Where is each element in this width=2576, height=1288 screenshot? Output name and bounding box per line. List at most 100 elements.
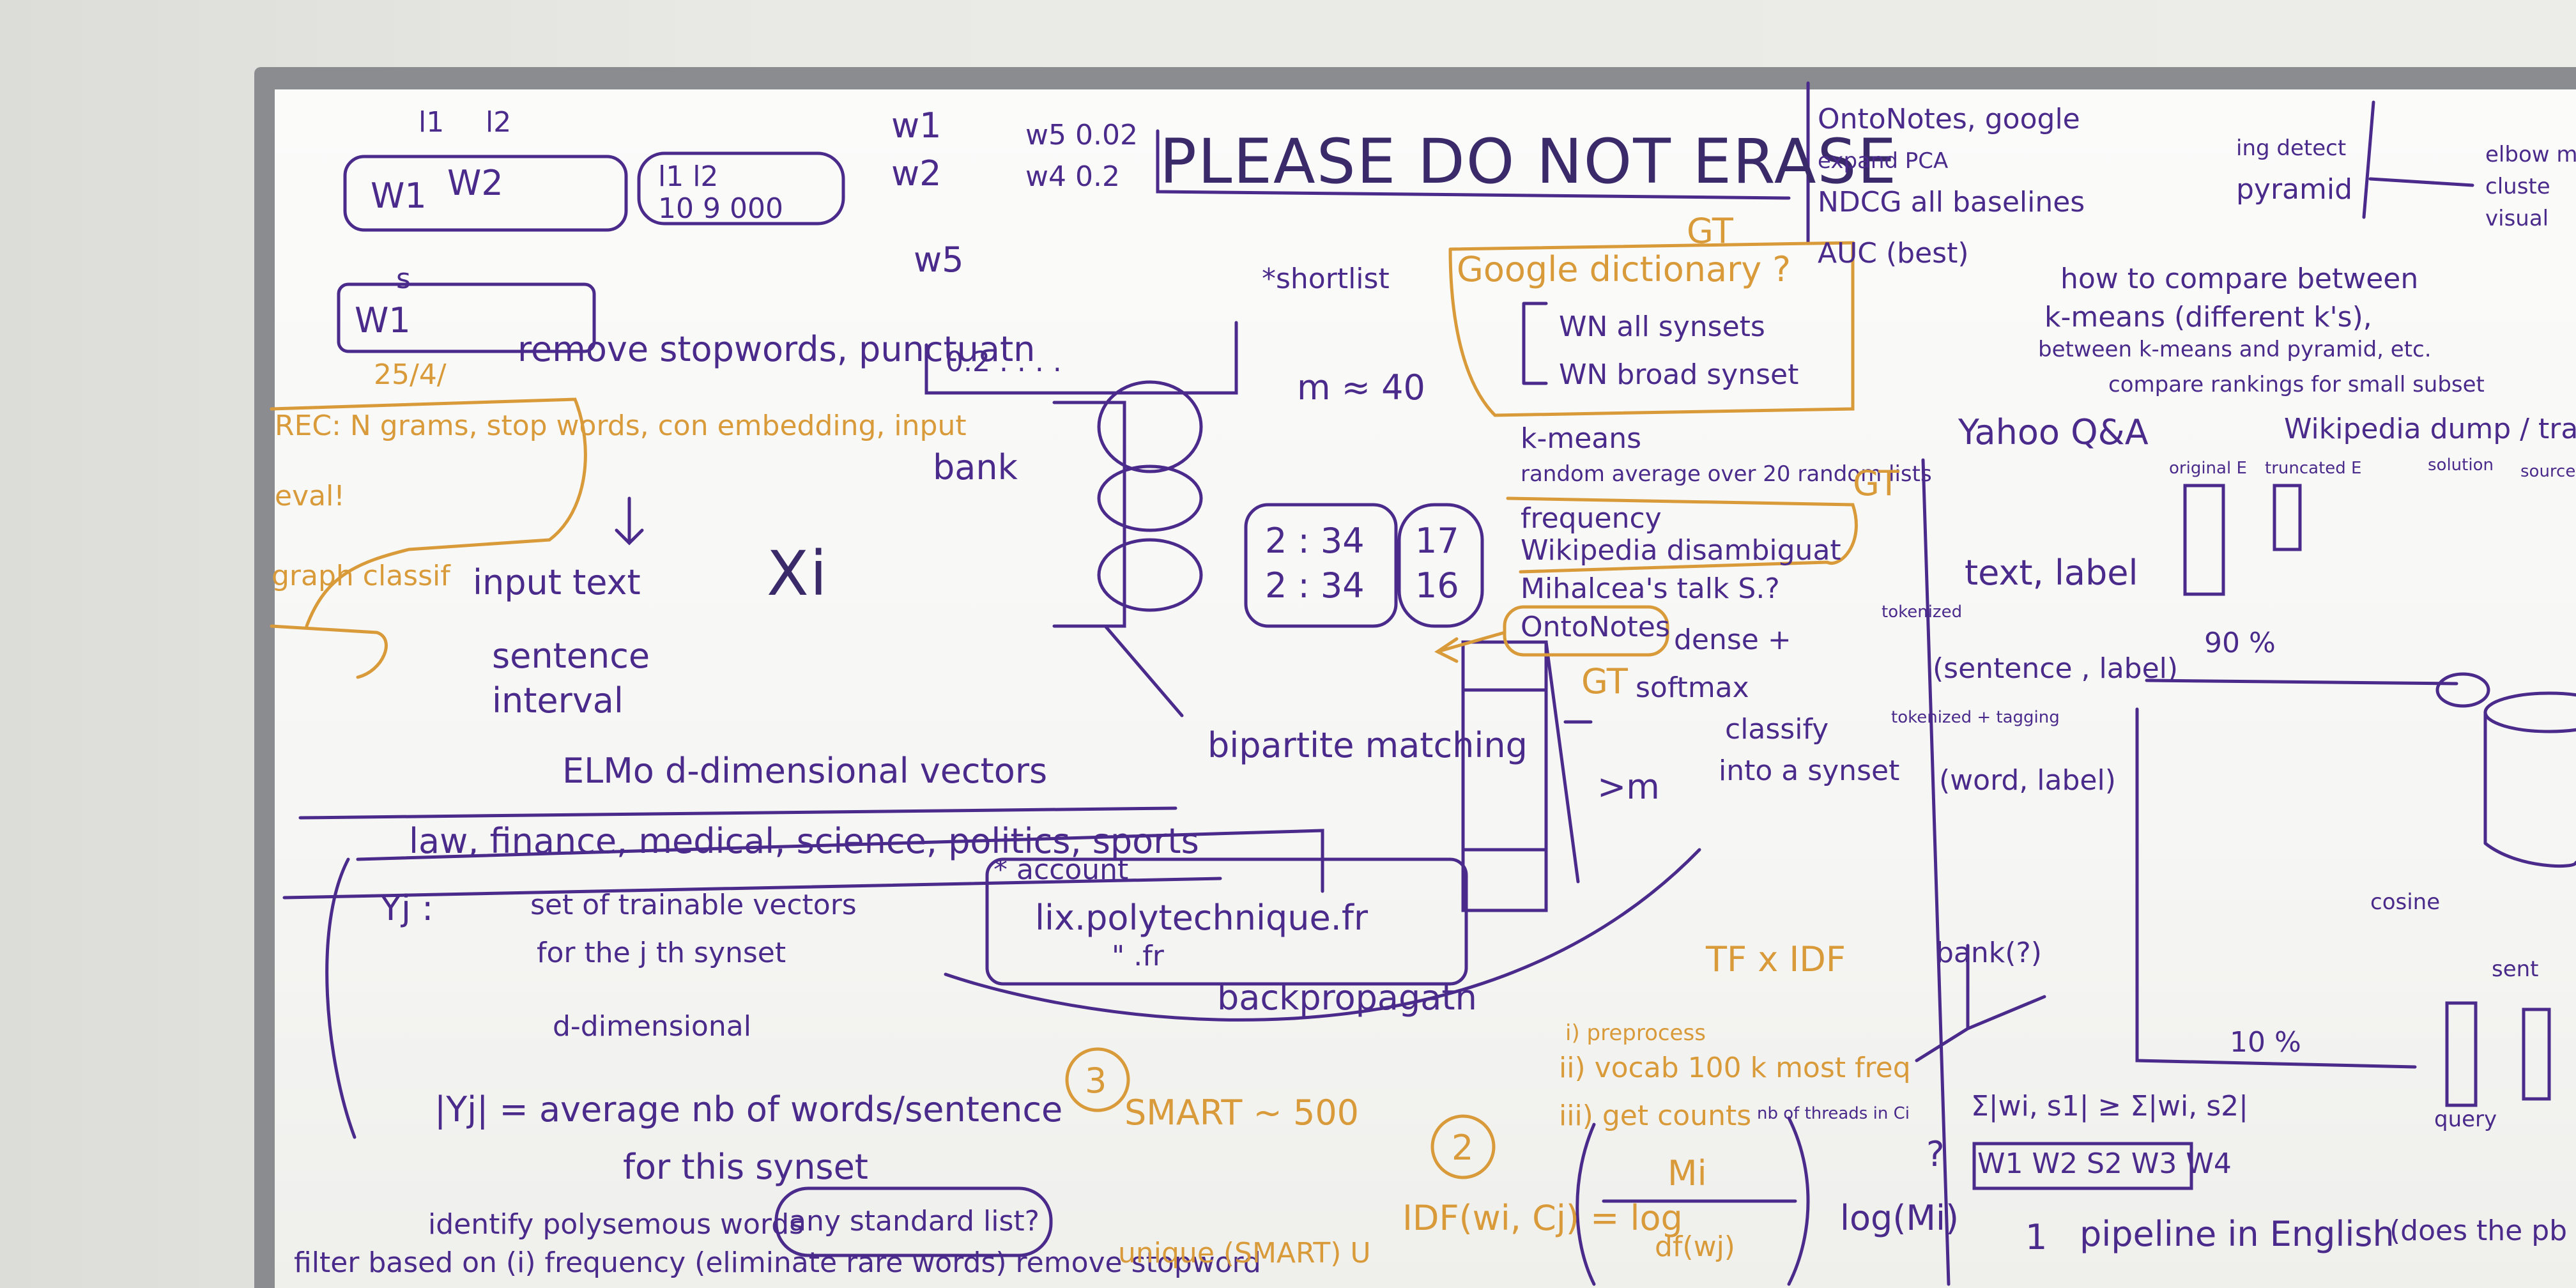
email-domain-2: " .fr bbox=[1112, 940, 1164, 972]
box-w1-lower: W1 bbox=[355, 300, 411, 341]
expand-pca: expand PCA bbox=[1818, 148, 1949, 174]
elmo-label: ELMo d-dimensional vectors bbox=[562, 751, 1048, 791]
method-kmeans: k-means bbox=[1521, 422, 1642, 455]
step-vocab: ii) vocab 100 k most freq bbox=[1559, 1052, 1911, 1084]
question-mark: ? bbox=[1926, 1134, 1945, 1174]
ing-detect: ing detect bbox=[2236, 135, 2347, 161]
input-text: input text bbox=[473, 562, 641, 602]
bipartite-matching: bipartite matching bbox=[1208, 725, 1528, 765]
gt-m-label: >m bbox=[1597, 767, 1660, 807]
rec-note: REC: N grams, stop words, con embedding,… bbox=[275, 410, 967, 442]
xi-symbol: Xi bbox=[767, 538, 829, 610]
truncated-e-label: truncated E bbox=[2265, 459, 2362, 478]
bank-label: bank bbox=[933, 447, 1018, 487]
word-sequence: W1 W2 S2 W3 W4 bbox=[1977, 1147, 2232, 1180]
eval-note: eval! bbox=[275, 480, 345, 512]
sum-inequality: Σ|wi, s1| ≥ Σ|wi, s2| bbox=[1971, 1090, 2248, 1123]
email-domain: lix.polytechnique.fr bbox=[1035, 898, 1368, 938]
cardinality-line-2: for this synset bbox=[623, 1147, 868, 1187]
email-account: * account bbox=[993, 854, 1129, 886]
step-2-number: 2 bbox=[1452, 1128, 1474, 1168]
number-16: 16 bbox=[1415, 565, 1459, 606]
box-numbers: 10 9 000 bbox=[658, 192, 783, 225]
shortlist-label: *shortlist bbox=[1262, 263, 1390, 295]
query-label: query bbox=[2434, 1107, 2497, 1132]
cluster-label: cluste bbox=[2485, 174, 2550, 199]
compare-3: between k-means and pyramid, etc. bbox=[2038, 337, 2432, 362]
box-l1-l2: l1 l2 bbox=[658, 160, 719, 193]
idf-numerator: Mi bbox=[1667, 1153, 1707, 1193]
source-label: source bbox=[2520, 462, 2576, 481]
tokenized-tagging-note: tokenized + tagging bbox=[1891, 708, 2060, 727]
label-l1: l1 bbox=[418, 106, 445, 139]
does-the-pb: (does the pb bbox=[2389, 1215, 2568, 1247]
bottom-question: any standard list? bbox=[789, 1205, 1040, 1238]
w5-label: w5 bbox=[914, 240, 964, 280]
classify-label: classify bbox=[1725, 713, 1829, 746]
text-label: text, label bbox=[1965, 553, 2138, 593]
yahoo-qa: Yahoo Q&A bbox=[1958, 412, 2149, 452]
pipeline-number: 1 bbox=[2025, 1217, 2048, 1257]
softmax-label: softmax bbox=[1636, 671, 1749, 704]
yj-desc-1: set of trainable vectors bbox=[530, 889, 857, 921]
ndcg-baselines: NDCG all baselines bbox=[1818, 186, 2085, 218]
yj-label: Yj : bbox=[380, 888, 434, 928]
pair-2: 2 : 34 bbox=[1265, 565, 1365, 606]
sentence-label: sentence bbox=[492, 636, 650, 676]
method-random: random average over 20 random lists bbox=[1521, 461, 1932, 487]
gt-label-2: GT bbox=[1853, 463, 1899, 503]
wn-all-synsets: WN all synsets bbox=[1559, 310, 1765, 343]
solution-label: solution bbox=[2428, 456, 2494, 475]
smart-label: SMART ~ 500 bbox=[1124, 1092, 1360, 1133]
label-s: s bbox=[396, 263, 411, 295]
method-mihalcea: Mihalcea's talk S.? bbox=[1521, 572, 1780, 605]
pair-1: 2 : 34 bbox=[1265, 521, 1365, 561]
backprop-label: backpropagatn bbox=[1217, 977, 1477, 1018]
method-wikipedia: Wikipedia disambiguat bbox=[1521, 534, 1841, 567]
box-w1-w2: W1 bbox=[371, 176, 427, 216]
whiteboard bbox=[275, 89, 2576, 1288]
w2-label: w2 bbox=[891, 153, 942, 194]
date-note: 25/4/ bbox=[374, 358, 447, 391]
method-ontonotes: OntoNotes bbox=[1521, 611, 1670, 643]
into-synset-label: into a synset bbox=[1719, 755, 1900, 787]
google-dictionary: Google dictionary ? bbox=[1457, 249, 1791, 289]
box-w2: W2 bbox=[447, 163, 503, 203]
ontonotes-google: OntoNotes, google bbox=[1818, 103, 2080, 135]
graph-note: graph classif bbox=[272, 560, 450, 592]
elbow-label: elbow m bbox=[2485, 142, 2576, 167]
dense-label: dense + bbox=[1674, 624, 1791, 656]
idf-formula: IDF(wi, Cj) = log bbox=[1402, 1198, 1683, 1238]
yj-desc-3: d-dimensional bbox=[553, 1010, 751, 1043]
wikipedia-dump: Wikipedia dump / tra bbox=[2284, 413, 2576, 445]
tf-idf-label: TF x IDF bbox=[1706, 939, 1846, 979]
step-preprocess: i) preprocess bbox=[1565, 1020, 1706, 1046]
cardinality-line: |Yj| = average nb of words/sentence bbox=[434, 1089, 1063, 1130]
number-17: 17 bbox=[1415, 521, 1459, 561]
pipeline-english: pipeline in English bbox=[2080, 1214, 2395, 1254]
tokenized-note: tokenized bbox=[1882, 602, 1963, 622]
page-title: PLEASE DO NOT ERASE bbox=[1160, 126, 1898, 197]
compare-4: compare rankings for small subset bbox=[2108, 372, 2485, 397]
gt-label-1: GT bbox=[1687, 211, 1733, 251]
original-e-label: original E bbox=[2169, 459, 2247, 478]
sentence-label-pair: (sentence , label) bbox=[1933, 652, 2179, 685]
bottom-identify: identify polysemous words bbox=[428, 1208, 804, 1241]
w4-weight: w4 0.2 bbox=[1025, 160, 1120, 193]
idf-denominator: df(wj) bbox=[1655, 1230, 1735, 1263]
sent-label: sent bbox=[2492, 956, 2539, 982]
nb-threads-note: nb of threads in Ci bbox=[1757, 1104, 1910, 1123]
vector-values: 0.2 . . . . bbox=[946, 346, 1062, 378]
auc-best: AUC (best) bbox=[1818, 237, 1969, 270]
label-l2: l2 bbox=[486, 106, 512, 139]
interval-label: interval bbox=[492, 680, 624, 721]
gt-label-3: GT bbox=[1581, 661, 1628, 702]
visual-label: visual bbox=[2485, 206, 2549, 231]
bank-wi: bank(?) bbox=[1936, 937, 2042, 969]
method-frequency: frequency bbox=[1521, 502, 1662, 535]
compare-1: how to compare between bbox=[2060, 263, 2419, 295]
cosine-label: cosine bbox=[2370, 889, 2441, 915]
word-label-pair: (word, label) bbox=[1939, 764, 2116, 797]
m-approx-40: m ≈ 40 bbox=[1297, 367, 1425, 408]
